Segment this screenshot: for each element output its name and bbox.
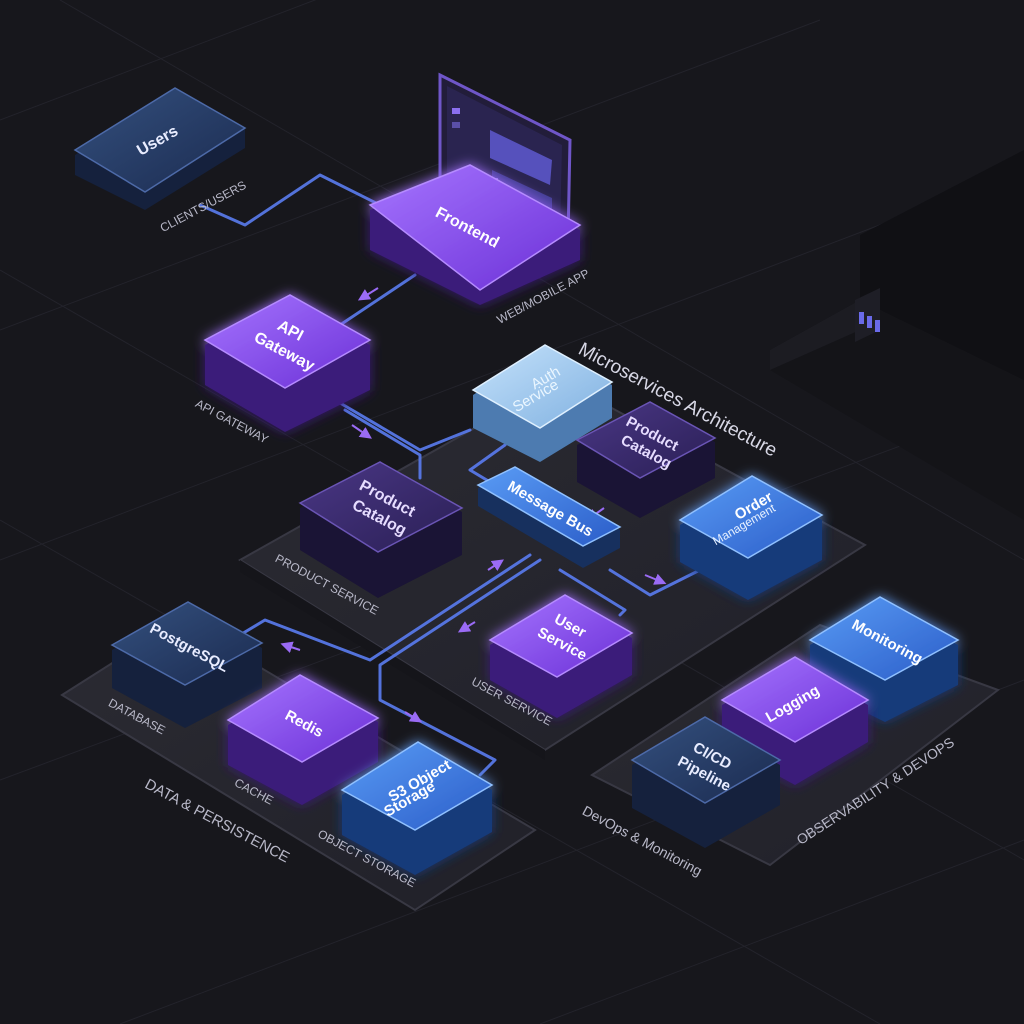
connector-users-frontend — [198, 173, 422, 227]
arrow-icon — [487, 559, 504, 571]
node-auth-service[interactable]: Auth Service — [471, 344, 614, 462]
connector-bus-user — [558, 568, 627, 617]
node-postgresql[interactable]: PostgreSQL — [110, 601, 264, 728]
node-s3-storage[interactable]: S3 Object Storage — [340, 741, 494, 875]
connector-gateway-catalog — [343, 408, 422, 480]
flow-arrows — [280, 287, 667, 723]
connector-bus-db — [238, 553, 532, 662]
arrow-icon — [351, 424, 372, 439]
node-message-bus[interactable]: Message Bus — [476, 466, 622, 568]
arrow-icon — [280, 641, 301, 653]
connector-bus-order — [608, 568, 702, 597]
connector-bus-s3 — [378, 558, 542, 777]
node-user-service[interactable]: User Service — [488, 594, 634, 718]
node-frontend[interactable]: Frontend — [368, 164, 582, 305]
node-api-gateway[interactable]: API Gateway — [203, 294, 372, 432]
arrow-icon — [457, 621, 476, 633]
node-redis[interactable]: Redis — [226, 674, 380, 805]
node-users[interactable]: Users — [73, 87, 247, 210]
arrow-icon — [644, 573, 667, 585]
node-order-management[interactable]: Order Management — [678, 475, 824, 600]
connector-gateway-bus — [333, 398, 472, 452]
connector-frontend-gateway — [338, 273, 417, 327]
arrow-icon — [357, 287, 379, 301]
arrow-icon — [404, 711, 423, 723]
server-rack-icon — [770, 150, 1024, 520]
node-product-catalog[interactable]: Product Catalog — [298, 461, 464, 598]
node-cicd-pipeline[interactable]: CI/CD Pipeline — [630, 716, 782, 848]
node-product-catalog-top[interactable]: Product Catalog — [575, 401, 717, 518]
